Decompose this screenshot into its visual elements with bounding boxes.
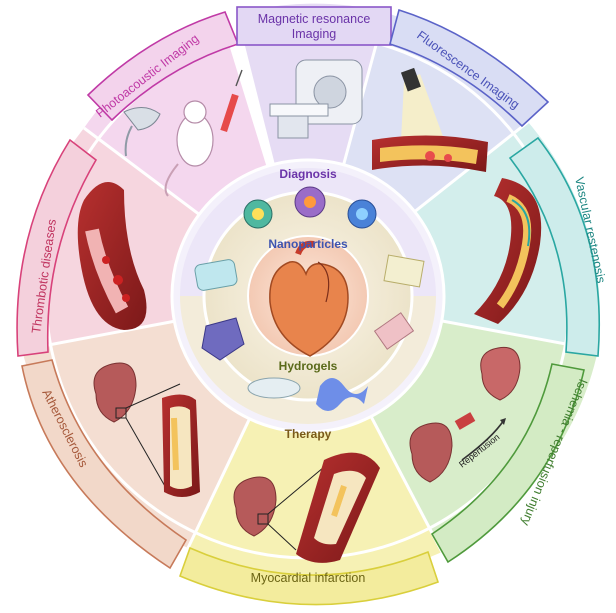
vascular-illustration [474,178,542,324]
tab-atherosclerosis [21,359,188,570]
atherosclerosis-illustration [93,362,200,497]
hydrogels-label: Hydrogels [279,359,338,373]
heart-illustration [269,240,349,357]
mri-illustration [269,59,363,139]
tab-mri [236,6,392,46]
label-tabs [16,6,601,606]
thrombotic-illustration [77,182,147,330]
hydrogel-icons [194,254,425,411]
center-labels: Diagnosis Nanoparticles Hydrogels Therap… [268,167,348,441]
fluorescence-illustration [372,67,488,172]
nanoparticles-label: Nanoparticles [268,237,348,251]
tab-ischemia [430,363,585,564]
label-myocardial: Myocardial infarction [251,571,366,585]
tab-myocardial [178,546,440,606]
label-mri-line2: Imaging [292,27,337,41]
photoacoustic-illustration [123,69,243,197]
tab-vascular [508,136,601,357]
diagnosis-label: Diagnosis [279,167,337,181]
myocardial-illustration [233,452,380,563]
therapy-label: Therapy [285,427,332,441]
nanoparticle-icons [243,186,377,229]
tab-thrombotic [16,138,98,357]
label-mri-line1: Magnetic resonance [258,12,371,26]
tab-fluorescence [389,8,550,128]
